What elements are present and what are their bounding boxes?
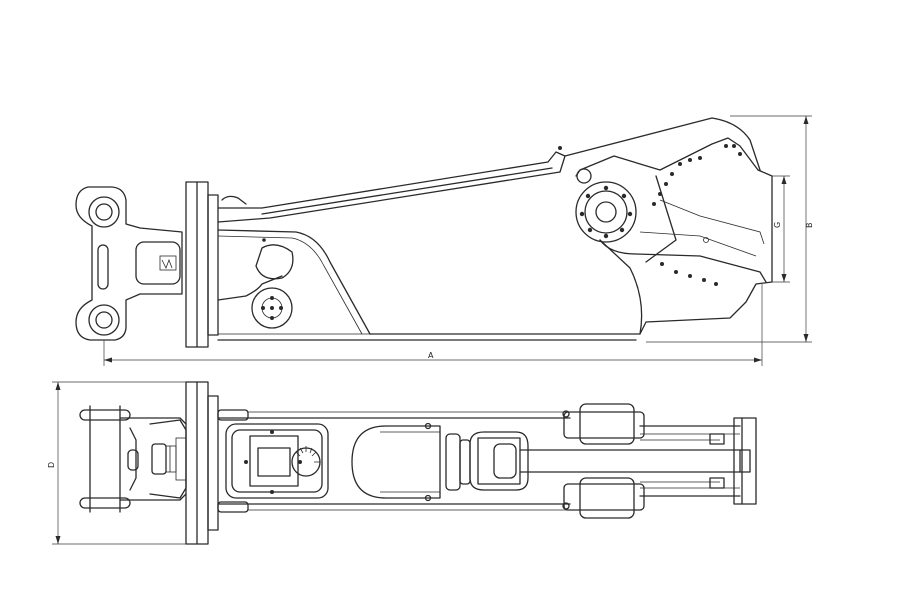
shear-body-side (217, 151, 643, 341)
flange-plate-side (185, 181, 219, 348)
shear-body-top (217, 411, 571, 511)
dimension-label-height-overall: B (805, 223, 814, 229)
dimension-label-length: A (428, 351, 434, 360)
jaw-head-side (558, 117, 773, 335)
top-view: D (47, 381, 757, 545)
dimension-label-height-jaw: G (773, 222, 782, 228)
jaw-head-top (469, 403, 757, 519)
mounting-bracket-side (75, 186, 183, 341)
flange-plate-top (185, 381, 249, 545)
dimension-label-width: D (47, 462, 56, 468)
side-view: A B G (75, 115, 814, 366)
mounting-bracket-top (79, 405, 187, 513)
dimension-lines-top: D (47, 381, 186, 545)
dimension-lines-side: A B G (103, 115, 814, 366)
